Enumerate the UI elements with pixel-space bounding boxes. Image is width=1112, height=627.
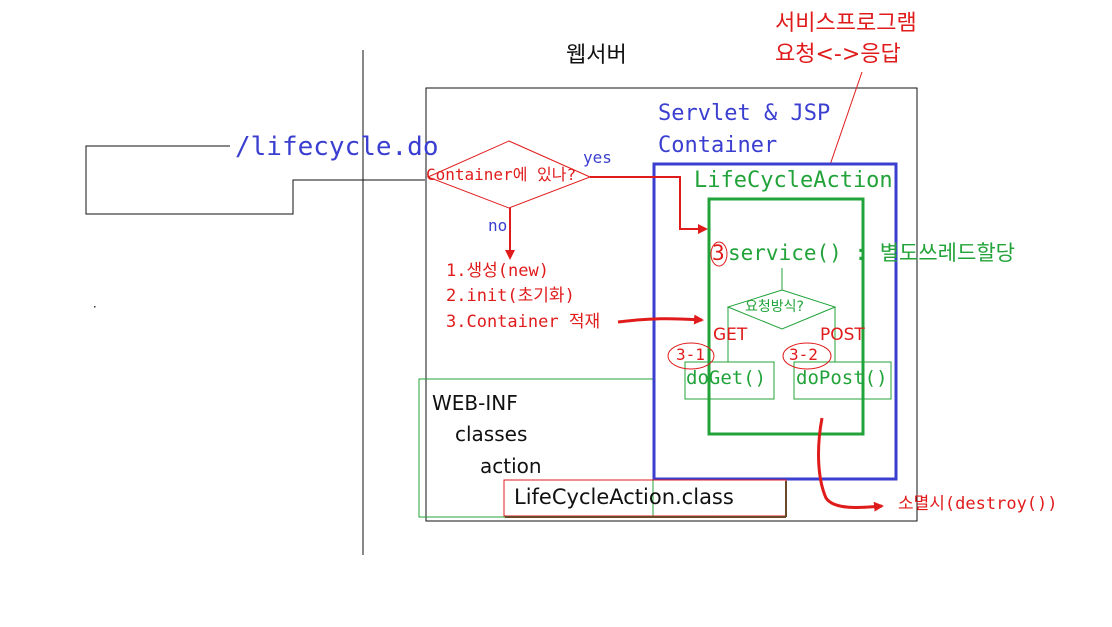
load-arrow bbox=[617, 314, 704, 325]
method-diamond bbox=[726, 289, 837, 330]
container-box bbox=[652, 162, 898, 481]
method-question-label: 요청방식? bbox=[745, 299, 804, 315]
stray-dot bbox=[94, 306, 96, 308]
client-request-path bbox=[85, 145, 425, 215]
service-step-number: 3 bbox=[712, 241, 725, 265]
step-get-circle bbox=[667, 342, 715, 370]
do-post-box bbox=[793, 361, 892, 400]
service-step-circle bbox=[710, 241, 728, 267]
dir-classes-label: classes bbox=[455, 422, 528, 446]
request-url-label: /lifecycle.do bbox=[235, 132, 439, 162]
dir-web-inf-label: WEB-INF bbox=[432, 391, 518, 415]
post-label: POST bbox=[820, 325, 865, 345]
do-post-label: doPost() bbox=[796, 367, 888, 389]
class-file-label: LifeCycleAction.class bbox=[514, 485, 734, 509]
yes-arrow bbox=[590, 176, 708, 234]
do-get-box bbox=[684, 361, 775, 400]
web-server-box bbox=[425, 87, 918, 522]
step-load-label: 3.Container 적재 bbox=[446, 312, 601, 332]
dir-action-label: action bbox=[480, 454, 542, 478]
decision-question-label: Container에 있나? bbox=[426, 165, 577, 184]
servlet-box bbox=[707, 197, 865, 436]
do-get-label: doGet() bbox=[686, 367, 767, 389]
destroy-label: 소멸시(destroy()) bbox=[898, 494, 1058, 514]
service-note-line1: 서비스프로그램 bbox=[775, 11, 917, 36]
yes-label: yes bbox=[583, 148, 612, 167]
service-note-line2: 요청<->응답 bbox=[775, 42, 901, 67]
note-pointer-line bbox=[829, 71, 863, 166]
container-title-line2: Container bbox=[658, 133, 778, 158]
step-create-label: 1.생성(new) bbox=[446, 261, 549, 281]
web-server-label: 웹서버 bbox=[566, 43, 627, 68]
service-call-label: service() : 별도쓰레드할당 bbox=[728, 241, 1015, 265]
step-post-circle bbox=[782, 342, 832, 370]
container-title-line1: Servlet & JSP bbox=[658, 101, 831, 126]
step-init-label: 2.init(초기화) bbox=[446, 286, 575, 306]
step-get-label: 3-1 bbox=[676, 345, 705, 364]
no-label: no bbox=[488, 216, 508, 235]
get-label: GET bbox=[713, 325, 748, 345]
servlet-name-label: LifeCycleAction bbox=[694, 168, 893, 193]
step-post-label: 3-2 bbox=[789, 345, 818, 364]
destroy-arrow bbox=[817, 417, 884, 512]
